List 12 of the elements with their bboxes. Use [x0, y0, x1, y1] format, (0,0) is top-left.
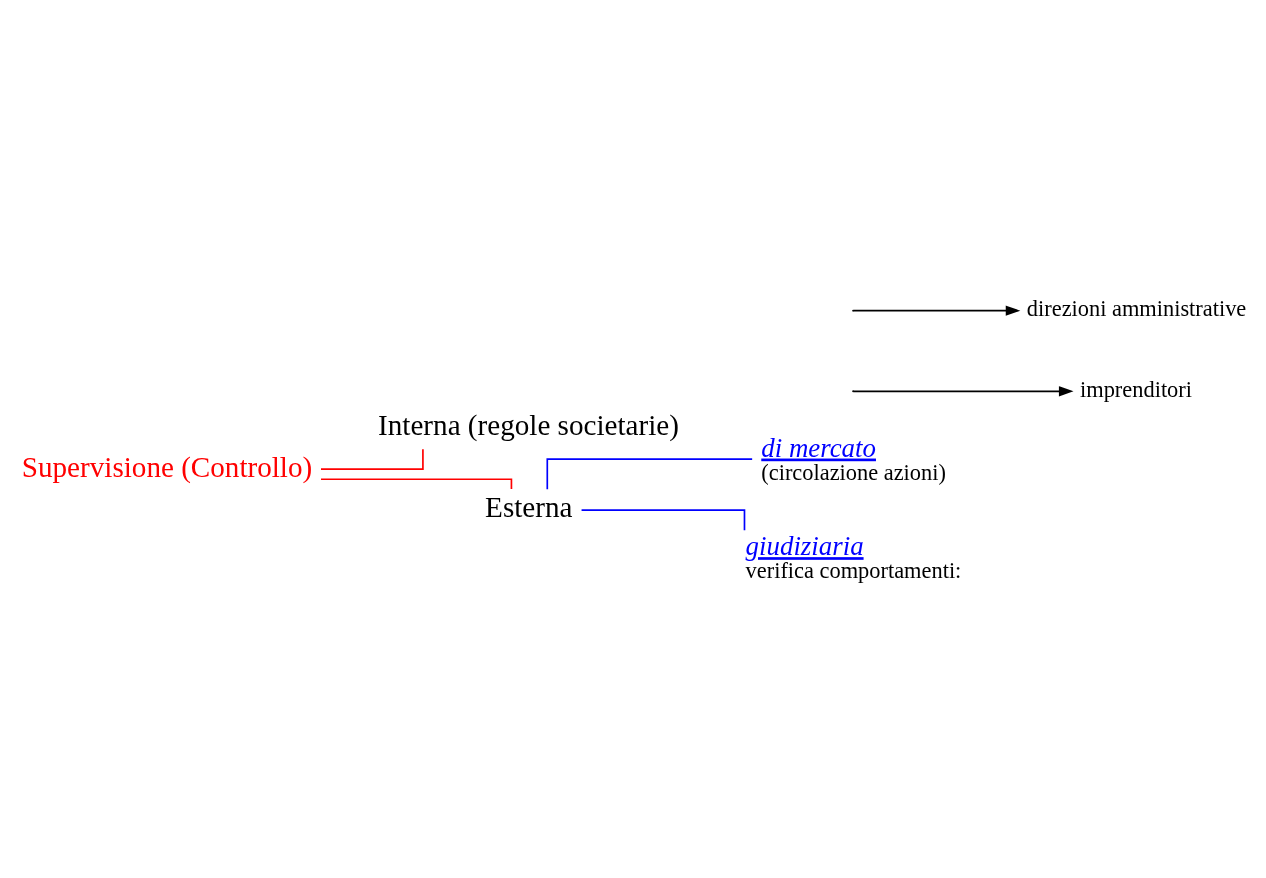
- connector: [546, 457, 753, 490]
- node-text: Supervisione (Controllo): [21, 450, 313, 483]
- connector: [580, 508, 746, 531]
- arrow: [852, 305, 1021, 316]
- node-text: giudiziaria verifica comportamenti:: [745, 530, 962, 583]
- node-text: imprenditori: [1080, 376, 1192, 402]
- connector: [320, 447, 424, 470]
- node-text: Interna (regole societarie): [378, 408, 679, 441]
- node-text: direzioni amministrative: [1026, 295, 1247, 321]
- node-text: di mercato (circolazione azioni): [761, 432, 946, 485]
- arrow: [852, 385, 1074, 396]
- node-text: Esterna: [485, 490, 573, 523]
